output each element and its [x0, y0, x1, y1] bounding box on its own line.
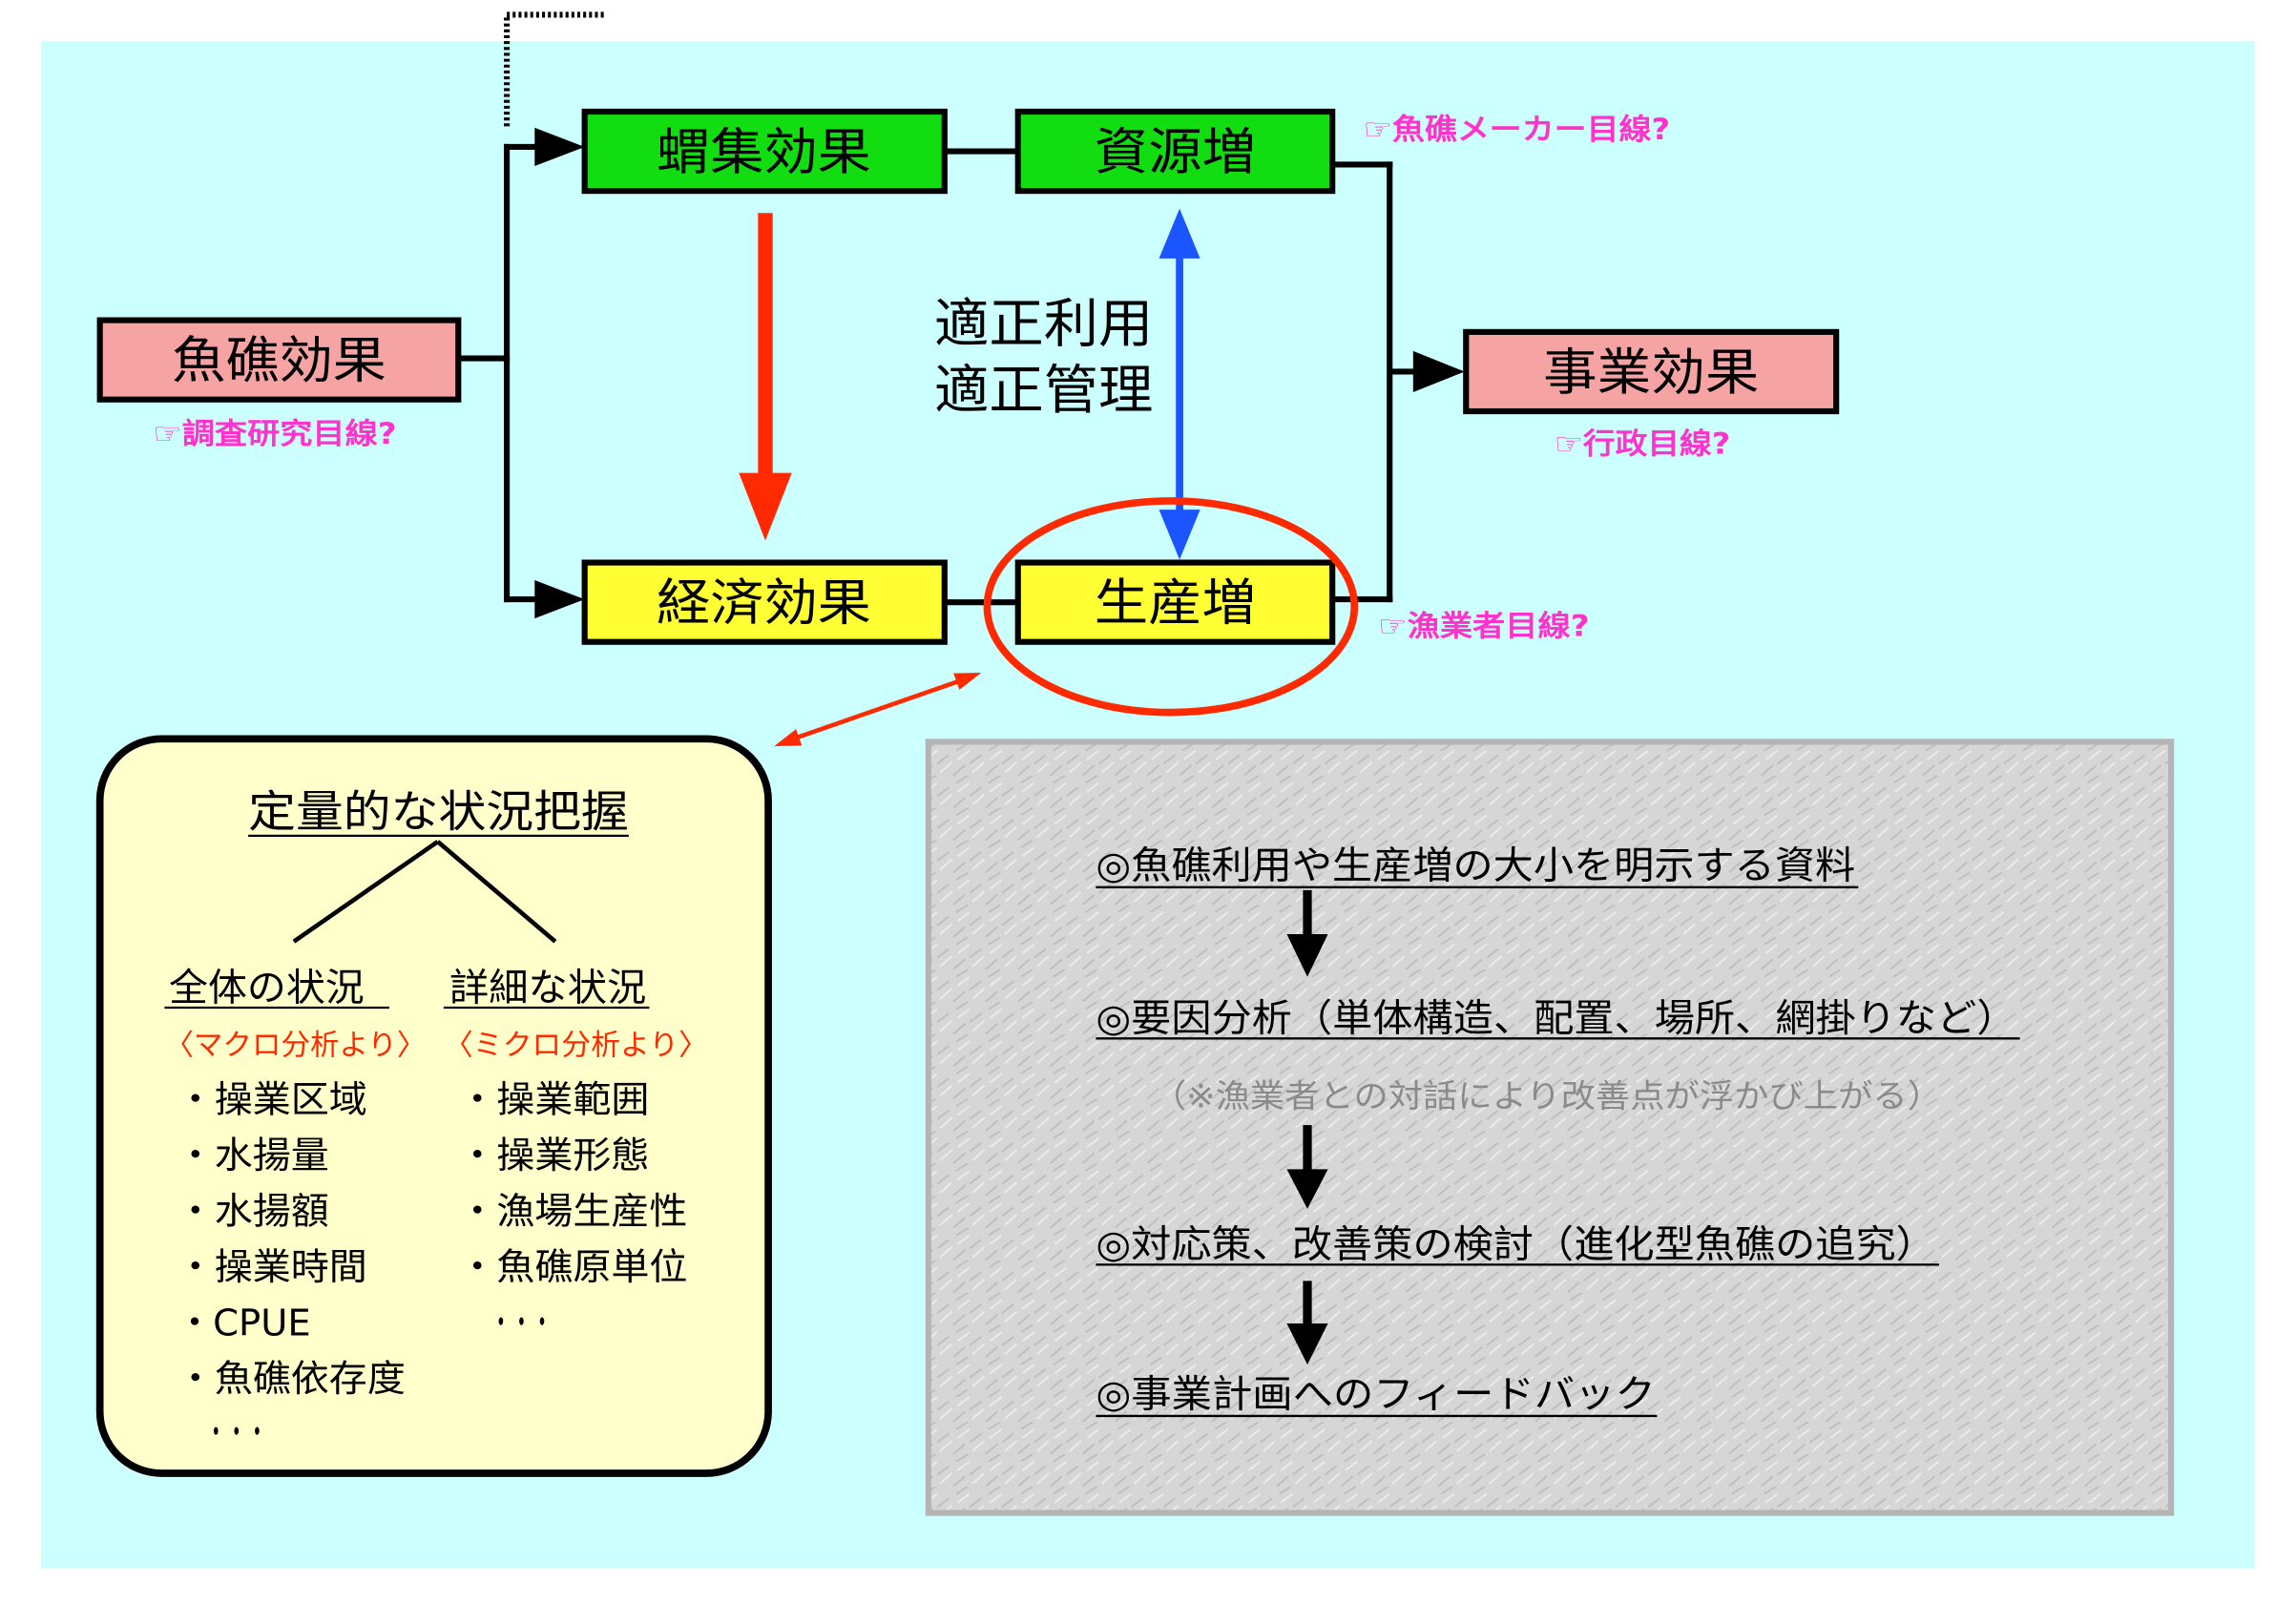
overall-item-ellipsis: ・・・ — [206, 1412, 268, 1455]
arrowhead-to-aggregation — [534, 127, 585, 166]
arrowhead-to-project — [1412, 350, 1465, 393]
box-aggregation-effect — [581, 108, 948, 195]
note-reef-effect: ☞調査研究目線? — [153, 417, 397, 451]
quantitative-panel-title: 定量的な状況把握 — [248, 786, 629, 838]
flow-step: ◎対応策、改善策の検討（進化型魚礁の追究） — [1096, 1223, 1936, 1267]
flow-note: （※漁業者との対話により改善点が浮かび上がる） — [1152, 1078, 1942, 1115]
red-diagonal-arrow-shaft — [792, 677, 964, 741]
tree-branch-left — [292, 840, 440, 944]
overall-item: ・水揚量 — [177, 1135, 329, 1177]
box-resource-increase — [1014, 108, 1336, 195]
detail-item: ・魚礁原単位 — [458, 1246, 687, 1289]
box-project-effect — [1463, 328, 1840, 415]
detail-item: ・漁場生産性 — [458, 1190, 687, 1233]
red-diagonal-arrowhead-left — [774, 729, 803, 747]
label-reef-effect: 魚礁効果 — [172, 332, 386, 390]
overall-heading: 全体の状況 — [169, 966, 365, 1010]
quantitative-panel — [95, 735, 772, 1477]
overall-item: ・操業区域 — [177, 1078, 367, 1121]
label-production-increase: 生産増 — [1095, 574, 1256, 633]
highlight-ellipse — [983, 497, 1359, 717]
note-project-effect: ☞行政目線? — [1555, 427, 1731, 462]
label-resource-increase: 資源増 — [1095, 123, 1256, 181]
box-economic-effect — [581, 559, 948, 645]
note-resource-increase: ☞魚礁メーカー目線? — [1364, 113, 1671, 147]
detail-heading: 詳細な状況 — [449, 966, 646, 1010]
note-production-increase: ☞漁業者目線? — [1378, 610, 1590, 644]
flow-step: ◎要因分析（単体構造、配置、場所、網掛りなど） — [1096, 997, 2016, 1041]
overall-item: ・水揚額 — [177, 1190, 329, 1233]
flow-panel-texture — [930, 744, 2169, 1510]
box-reef-effect — [96, 317, 462, 403]
center-label-line-1: 適正利用 — [934, 295, 1153, 356]
overall-item: ・CPUE — [177, 1302, 311, 1344]
blue-arrowhead-up — [1158, 208, 1200, 259]
red-diagonal-arrowhead-right — [953, 673, 982, 690]
detail-item-ellipsis: ・・・ — [491, 1302, 553, 1344]
flow-arrowhead — [1286, 1169, 1328, 1209]
detail-item: ・操業形態 — [458, 1135, 649, 1177]
box-production-increase — [1014, 559, 1336, 645]
overall-item: ・魚礁依存度 — [177, 1358, 406, 1401]
tree-branch-right — [436, 840, 557, 944]
label-aggregation-effect: 蝟集効果 — [657, 123, 871, 181]
detail-item: ・操業範囲 — [458, 1078, 649, 1121]
flow-arrowhead — [1286, 1323, 1328, 1365]
blue-arrowhead-down — [1158, 510, 1200, 560]
detail-subheading: 〈ミクロ分析より〉 — [444, 1028, 708, 1062]
red-down-arrowhead — [739, 472, 792, 541]
overall-subheading: 〈マクロ分析より〉 — [164, 1028, 426, 1062]
flow-arrowhead — [1286, 934, 1328, 977]
flow-step: ◎事業計画へのフィードバック — [1096, 1373, 1655, 1417]
center-label-line-2: 適正管理 — [934, 361, 1153, 422]
flow-step: ◎魚礁利用や生産増の大小を明示する資料 — [1096, 844, 1855, 888]
arrowhead-to-economic — [534, 580, 585, 619]
label-project-effect: 事業効果 — [1543, 344, 1759, 402]
overall-item: ・操業時間 — [177, 1246, 367, 1289]
label-economic-effect: 経済効果 — [657, 574, 871, 633]
